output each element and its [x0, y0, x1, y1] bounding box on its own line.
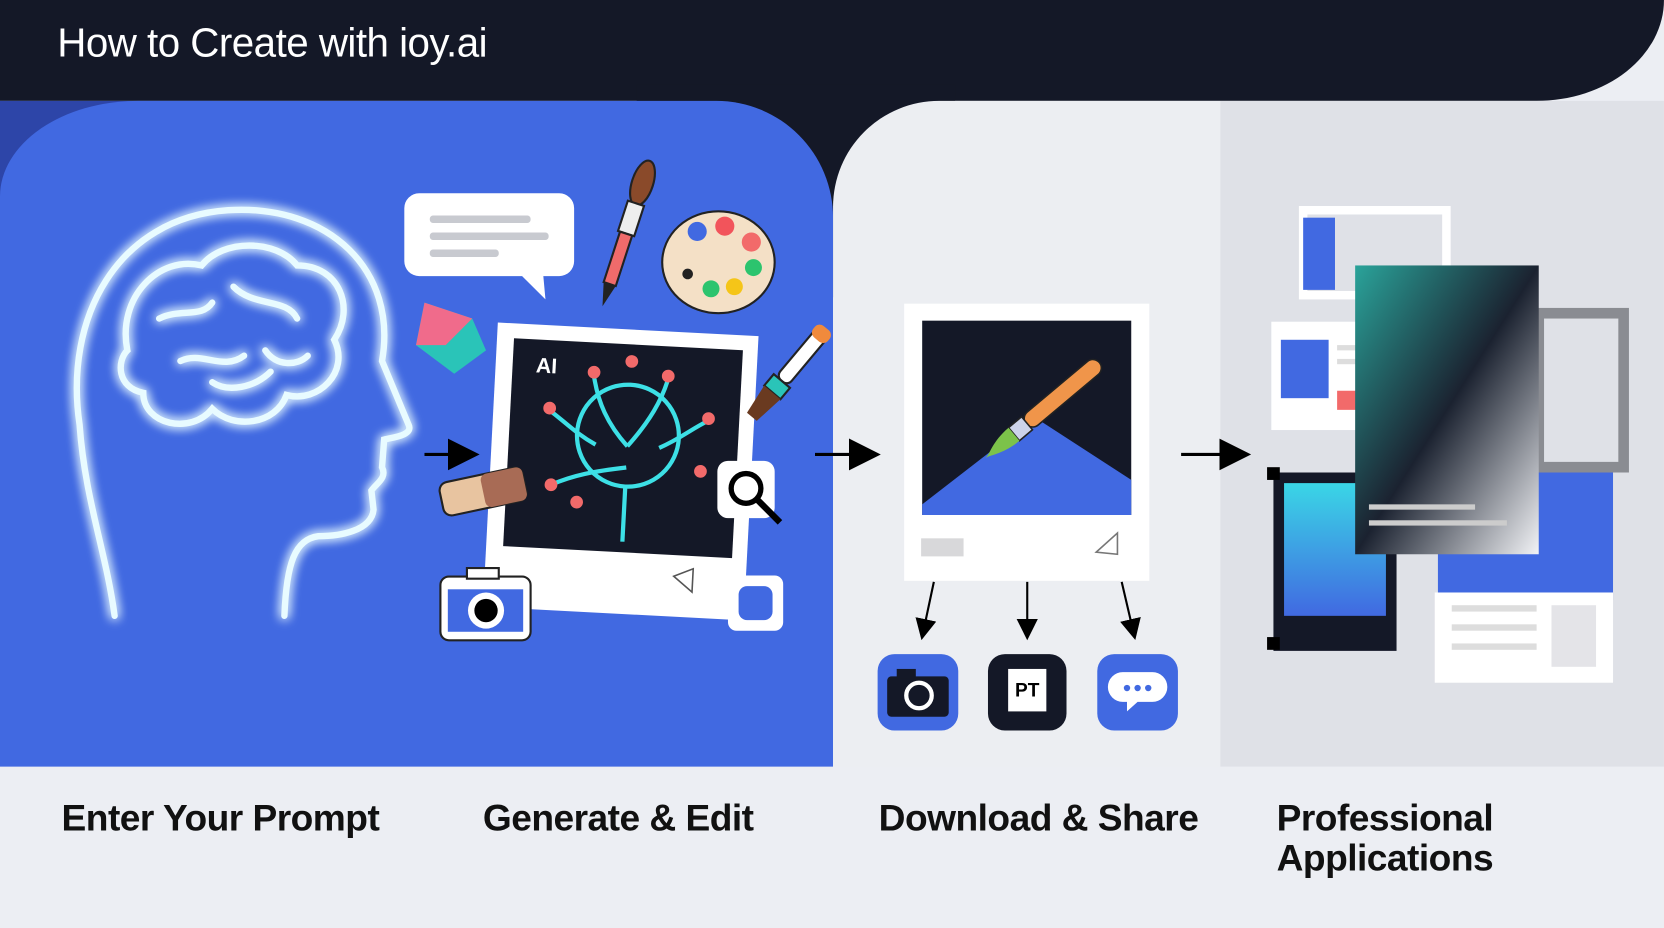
step-label-generate-edit: Generate & Edit — [482, 797, 754, 839]
professional-collage — [1267, 205, 1629, 683]
step-label-enter-prompt: Enter Your Prompt — [61, 797, 380, 839]
magnifier-icon — [717, 460, 783, 525]
camera-icon — [439, 567, 532, 642]
color-palette-icon — [661, 210, 776, 315]
pt-text: PT — [1015, 681, 1040, 702]
paintbrush-icon — [985, 358, 1103, 459]
pt-app-icon[interactable]: PT — [987, 654, 1067, 731]
chat-app-icon[interactable] — [1097, 654, 1178, 731]
step-label-download-share: Download & Share — [878, 797, 1199, 839]
share-arrows — [915, 581, 1141, 641]
speech-bubble-icon — [404, 193, 575, 300]
neural-tree-icon — [548, 375, 710, 542]
neural-nodes — [543, 355, 715, 509]
step-label-professional-line2: Applications — [1276, 837, 1494, 880]
eraser-icon — [438, 466, 528, 517]
brush-icon — [746, 324, 831, 421]
header-bar — [0, 0, 1664, 101]
gem-shape-icon — [415, 302, 487, 374]
ai-tag: AI — [535, 354, 557, 378]
camera-app-icon[interactable] — [877, 654, 959, 731]
crop-icon — [727, 575, 784, 631]
head-brain-icon — [73, 206, 413, 620]
page-title: How to Create with ioy.ai — [57, 21, 488, 66]
step-label-professional-line1: Professional — [1276, 797, 1494, 839]
paintbrush-icon — [602, 159, 656, 307]
download-image-card — [904, 303, 1150, 581]
ai-image-card: AI — [482, 322, 759, 621]
